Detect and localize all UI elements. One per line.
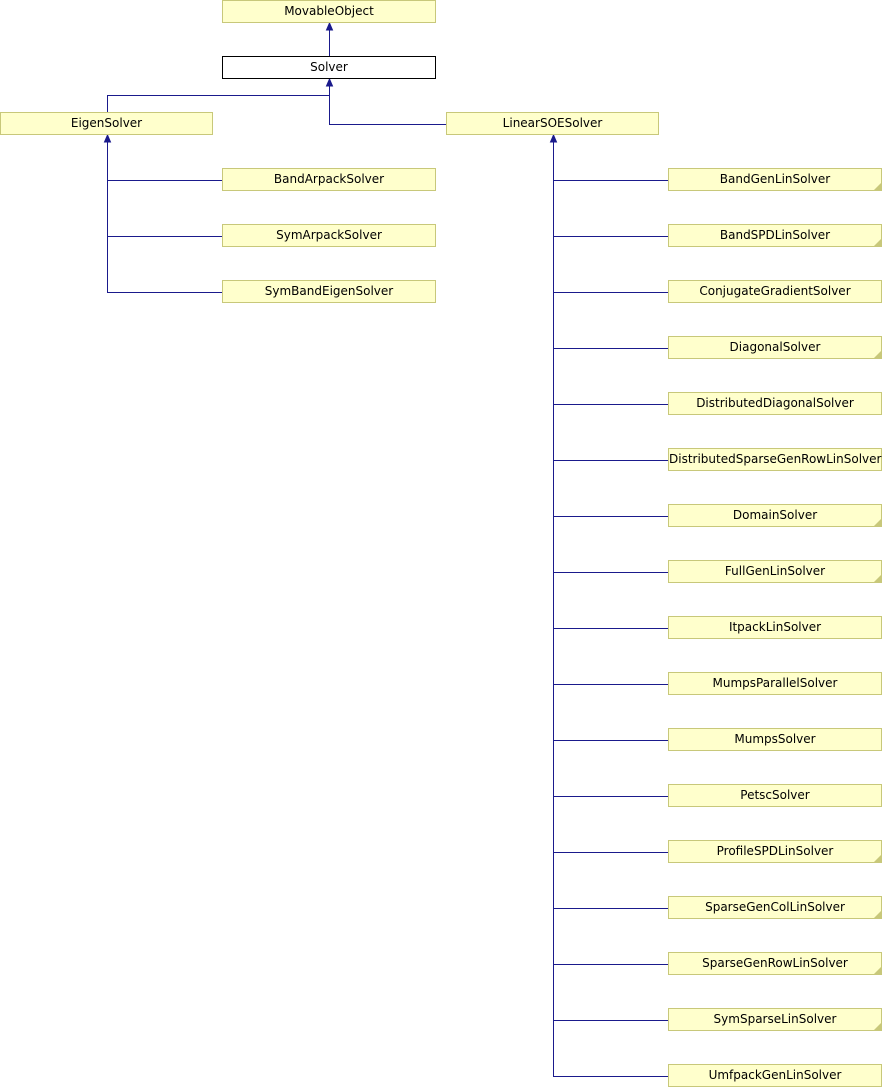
node-sparse-gen-col-lin-solver[interactable]: SparseGenColLinSolver [668, 896, 882, 919]
node-sym-sparse-lin-solver[interactable]: SymSparseLinSolver [668, 1008, 882, 1031]
node-label: ItpackLinSolver [728, 620, 822, 634]
more-indicator-icon [874, 967, 881, 974]
node-distributed-sparse-gen-row-lin-solver[interactable]: DistributedSparseGenRowLinSolver [668, 448, 882, 471]
node-label: LinearSOESolver [502, 116, 603, 130]
node-profile-spd-lin-solver[interactable]: ProfileSPDLinSolver [668, 840, 882, 863]
node-diagonal-solver[interactable]: DiagonalSolver [668, 336, 882, 359]
node-label: MovableObject [284, 4, 374, 18]
node-band-arpack-solver[interactable]: BandArpackSolver [222, 168, 436, 191]
more-indicator-icon [874, 351, 881, 358]
node-label: EigenSolver [70, 116, 143, 130]
node-label: ProfileSPDLinSolver [716, 844, 834, 858]
more-indicator-icon [874, 183, 881, 190]
node-mumps-solver[interactable]: MumpsSolver [668, 728, 882, 751]
node-label: UmfpackGenLinSolver [708, 1068, 842, 1082]
node-solver: Solver [222, 56, 436, 79]
node-movable-object[interactable]: MovableObject [222, 0, 436, 23]
edge-band-arpack-solver-to-eigen-solver [107, 142, 222, 181]
edge-umfpack-gen-lin-solver-to-linear-soe-solver [553, 142, 668, 1077]
node-label: ConjugateGradientSolver [699, 284, 851, 298]
node-label: MumpsSolver [734, 732, 816, 746]
edge-distributed-sparse-gen-row-lin-solver-to-linear-soe-solver [553, 142, 668, 461]
node-label: MumpsParallelSolver [712, 676, 838, 690]
node-label: BandSPDLinSolver [719, 228, 831, 242]
edge-sym-band-eigen-solver-to-eigen-solver [107, 142, 222, 293]
node-umfpack-gen-lin-solver[interactable]: UmfpackGenLinSolver [668, 1064, 882, 1087]
edge-eigen-solver-to-solver [107, 86, 330, 112]
node-label: DomainSolver [732, 508, 818, 522]
edge-distributed-diagonal-solver-to-linear-soe-solver [553, 142, 668, 405]
more-indicator-icon [874, 519, 881, 526]
inheritance-arrowhead [325, 21, 334, 31]
edge-diagonal-solver-to-linear-soe-solver [553, 142, 668, 349]
edge-full-gen-lin-solver-to-linear-soe-solver [553, 142, 668, 573]
more-indicator-icon [874, 239, 881, 246]
node-label: SparseGenRowLinSolver [702, 956, 848, 970]
node-conjugate-gradient-solver[interactable]: ConjugateGradientSolver [668, 280, 882, 303]
node-sparse-gen-row-lin-solver[interactable]: SparseGenRowLinSolver [668, 952, 882, 975]
node-label: SymBandEigenSolver [264, 284, 394, 298]
node-label: DistributedSparseGenRowLinSolver [669, 452, 882, 466]
node-linear-soe-solver[interactable]: LinearSOESolver [446, 112, 659, 135]
node-band-spd-lin-solver[interactable]: BandSPDLinSolver [668, 224, 882, 247]
node-label: Solver [310, 60, 348, 74]
edge-profile-spd-lin-solver-to-linear-soe-solver [553, 142, 668, 853]
node-sym-band-eigen-solver[interactable]: SymBandEigenSolver [222, 280, 436, 303]
node-distributed-diagonal-solver[interactable]: DistributedDiagonalSolver [668, 392, 882, 415]
node-label: BandGenLinSolver [719, 172, 831, 186]
node-eigen-solver[interactable]: EigenSolver [0, 112, 213, 135]
edge-itpack-lin-solver-to-linear-soe-solver [553, 142, 668, 629]
edge-sparse-gen-col-lin-solver-to-linear-soe-solver [553, 142, 668, 909]
node-sym-arpack-solver[interactable]: SymArpackSolver [222, 224, 436, 247]
inheritance-arrowhead [549, 133, 558, 143]
edge-band-spd-lin-solver-to-linear-soe-solver [553, 142, 668, 237]
node-itpack-lin-solver[interactable]: ItpackLinSolver [668, 616, 882, 639]
more-indicator-icon [874, 575, 881, 582]
edge-band-gen-lin-solver-to-linear-soe-solver [553, 142, 668, 181]
inheritance-arrowhead [325, 77, 334, 87]
edge-mumps-parallel-solver-to-linear-soe-solver [553, 142, 668, 685]
node-label: SymSparseLinSolver [713, 1012, 837, 1026]
node-band-gen-lin-solver[interactable]: BandGenLinSolver [668, 168, 882, 191]
edge-sym-sparse-lin-solver-to-linear-soe-solver [553, 142, 668, 1021]
edge-petsc-solver-to-linear-soe-solver [553, 142, 668, 797]
node-label: BandArpackSolver [273, 172, 385, 186]
node-petsc-solver[interactable]: PetscSolver [668, 784, 882, 807]
node-label: FullGenLinSolver [724, 564, 826, 578]
node-full-gen-lin-solver[interactable]: FullGenLinSolver [668, 560, 882, 583]
edge-conjugate-gradient-solver-to-linear-soe-solver [553, 142, 668, 293]
edge-mumps-solver-to-linear-soe-solver [553, 142, 668, 741]
node-label: DistributedDiagonalSolver [696, 396, 854, 410]
more-indicator-icon [874, 855, 881, 862]
inheritance-arrowhead [103, 133, 112, 143]
edge-linear-soe-solver-to-solver [329, 86, 446, 125]
node-mumps-parallel-solver[interactable]: MumpsParallelSolver [668, 672, 882, 695]
node-label: SparseGenColLinSolver [705, 900, 845, 914]
node-label: DiagonalSolver [729, 340, 821, 354]
edge-sparse-gen-row-lin-solver-to-linear-soe-solver [553, 142, 668, 965]
edge-sym-arpack-solver-to-eigen-solver [107, 142, 222, 237]
node-label: SymArpackSolver [276, 228, 382, 242]
more-indicator-icon [874, 911, 881, 918]
node-label: PetscSolver [740, 788, 810, 802]
node-domain-solver[interactable]: DomainSolver [668, 504, 882, 527]
more-indicator-icon [874, 1023, 881, 1030]
